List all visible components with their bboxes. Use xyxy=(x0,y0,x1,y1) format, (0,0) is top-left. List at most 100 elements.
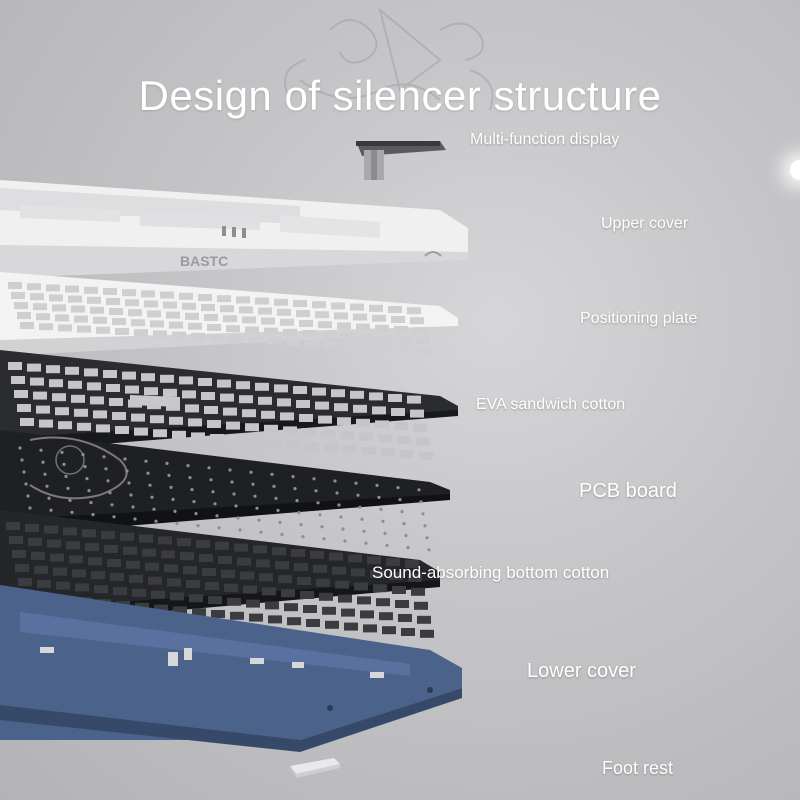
pcb-solder-point xyxy=(381,519,385,524)
key-cutout xyxy=(65,285,79,293)
key-cutout xyxy=(343,445,357,454)
key-cutout xyxy=(37,579,51,588)
key-cutout xyxy=(388,394,402,402)
key-cutout xyxy=(293,386,307,394)
key-cutout xyxy=(340,431,354,440)
key-cutout xyxy=(297,577,311,585)
key-cutout xyxy=(125,299,139,307)
key-cutout xyxy=(115,426,129,434)
key-cutout xyxy=(312,301,326,309)
pcb-solder-point xyxy=(259,530,263,534)
key-cutout xyxy=(223,315,237,323)
key-cutout xyxy=(255,382,269,391)
key-cutout xyxy=(110,573,124,581)
key-cutout xyxy=(332,566,346,575)
brand-mark: BASTC xyxy=(180,253,228,269)
key-cutout xyxy=(128,309,142,317)
key-cutout xyxy=(163,388,177,397)
key-cutout xyxy=(211,610,225,618)
pcb-solder-point xyxy=(125,469,129,473)
pcb-solder-point xyxy=(253,494,257,498)
pcb-solder-point xyxy=(280,532,284,537)
key-cutout xyxy=(375,420,389,429)
label-eva-sandwich-cotton: EVA sandwich cotton xyxy=(476,396,626,413)
pcb-solder-point xyxy=(24,482,28,486)
key-cutout xyxy=(299,414,313,422)
key-cutout xyxy=(210,334,224,341)
key-cutout xyxy=(302,428,316,436)
key-cutout xyxy=(259,573,273,582)
key-cutout xyxy=(261,410,275,419)
key-cutout xyxy=(278,575,292,584)
key-cutout xyxy=(25,523,39,532)
key-cutout xyxy=(198,294,212,301)
key-cutout xyxy=(172,331,186,339)
key-cutout xyxy=(68,380,82,389)
key-cutout xyxy=(84,286,98,294)
key-cutout xyxy=(158,536,172,545)
key-cutout xyxy=(268,615,282,624)
pcb-solder-point xyxy=(129,493,133,497)
key-cutout xyxy=(305,442,319,450)
pcb-solder-point xyxy=(192,500,196,504)
pcb-solder-point xyxy=(419,500,423,504)
key-cutout xyxy=(322,606,336,615)
key-cutout xyxy=(256,559,270,568)
key-cutout xyxy=(185,312,199,320)
key-cutout xyxy=(11,376,25,384)
pcb-solder-point xyxy=(68,498,72,502)
pcb-solder-point xyxy=(238,528,242,532)
key-cutout xyxy=(391,408,405,416)
key-cutout xyxy=(381,344,395,352)
key-cutout xyxy=(163,301,177,309)
key-cutout xyxy=(272,547,286,556)
key-cutout xyxy=(65,366,79,375)
key-cutout xyxy=(217,295,231,303)
pcb-solder-point xyxy=(60,450,64,454)
key-cutout xyxy=(382,626,396,635)
key-cutout xyxy=(55,407,69,416)
pcb-solder-point xyxy=(421,512,425,516)
key-cutout xyxy=(284,603,298,612)
pcb-solder-point xyxy=(47,496,51,500)
key-cutout xyxy=(8,362,22,370)
pcb-solder-point xyxy=(104,467,108,471)
page-title: Design of silencer structure xyxy=(138,72,662,120)
key-cutout xyxy=(53,567,67,576)
pcb-solder-point xyxy=(417,488,421,492)
key-cutout xyxy=(36,405,50,414)
key-cutout xyxy=(6,522,20,530)
key-cutout xyxy=(291,549,305,557)
key-cutout xyxy=(407,307,421,315)
key-cutout xyxy=(123,546,137,555)
key-cutout xyxy=(353,404,367,413)
key-cutout xyxy=(262,587,276,596)
label-positioning-plate: Positioning plate xyxy=(580,310,698,327)
key-cutout xyxy=(164,564,178,573)
key-cutout xyxy=(33,303,47,311)
key-cutout xyxy=(104,545,118,553)
key-cutout xyxy=(17,312,31,319)
key-cutout xyxy=(261,317,275,325)
key-cutout xyxy=(318,415,332,424)
key-cutout xyxy=(198,378,212,386)
key-cutout xyxy=(300,591,314,599)
key-cutout xyxy=(205,582,219,590)
key-cutout xyxy=(150,415,164,424)
key-cutout xyxy=(88,557,102,566)
key-cutout xyxy=(215,541,229,550)
pcb-solder-point xyxy=(49,508,53,512)
key-cutout xyxy=(357,596,371,605)
key-cutout xyxy=(229,335,243,343)
key-cutout xyxy=(324,341,338,349)
key-cutout xyxy=(413,423,427,432)
key-cutout xyxy=(318,321,332,329)
key-cutout xyxy=(236,296,250,304)
key-cutout xyxy=(101,531,115,539)
key-cutout xyxy=(153,429,167,438)
key-cutout xyxy=(204,406,218,414)
